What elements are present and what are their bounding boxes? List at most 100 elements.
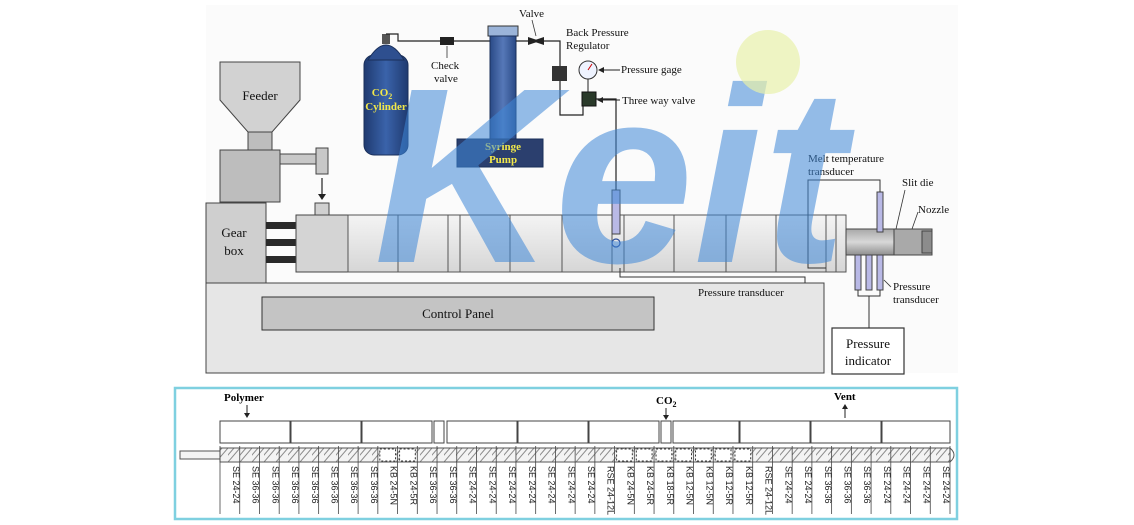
barrel-segment <box>561 214 613 273</box>
co2-cylinder-top <box>367 44 405 61</box>
screw-element-label: SE 24-24 <box>547 466 557 504</box>
melt-temp-wire <box>807 179 881 269</box>
syringe-pump-label-2: Pump <box>489 154 517 166</box>
slit-die-pointer <box>895 189 906 230</box>
coupling-2 <box>266 239 296 246</box>
gear-box-label-2: box <box>224 243 244 258</box>
die-pressure-label-2: transducer <box>893 294 939 306</box>
barrel-zone <box>517 420 589 444</box>
back-pressure-regulator <box>552 66 567 81</box>
gear-box <box>205 202 267 284</box>
pressure-gage-needle <box>587 63 593 71</box>
screw-element-label: SE 36-36 <box>369 466 379 504</box>
feeder-drop-arrowhead <box>318 194 326 200</box>
barrel-zone <box>810 420 882 444</box>
screw-element-label: SE 24-24 <box>487 466 497 504</box>
die-pressure-probe <box>876 254 884 291</box>
co2-cylinder-label-2: Cylinder <box>365 101 407 113</box>
polymer-arrowhead <box>244 413 250 418</box>
pressure-indicator-label-2: indicator <box>845 353 892 368</box>
screw-element-label: SE 24-24 <box>231 466 241 504</box>
keit-watermark: Keit <box>374 30 855 315</box>
barrel-segment <box>673 214 727 273</box>
extruder-barrel <box>347 214 847 273</box>
barrel-zone <box>588 420 660 444</box>
barrel-zone <box>433 420 445 444</box>
screw-shaft <box>219 447 951 463</box>
screw-element-label: KB 12-5N <box>704 466 714 505</box>
regulator-outlet-line <box>559 81 584 116</box>
screw-element-label: KB 12-5N <box>685 466 695 505</box>
screw-element-label: SE 24-24 <box>468 466 478 504</box>
barrel-zone <box>739 420 811 444</box>
back-pressure-label-2: Regulator <box>566 40 610 52</box>
coupling-3 <box>266 256 296 263</box>
kneading-block-marker <box>695 448 712 462</box>
screw-element-label: SE 36-36 <box>823 466 833 504</box>
kneading-block-marker <box>399 448 416 462</box>
kneading-block-marker <box>616 448 633 462</box>
barrel-zone <box>219 420 291 444</box>
injection-line <box>596 98 617 190</box>
gear-box-label-1: Gear <box>221 225 247 240</box>
barrel-zone <box>446 420 518 444</box>
barrel-segment <box>397 214 449 273</box>
pressure-indicator-label-1: Pressure <box>846 336 890 351</box>
check-valve-label-2: valve <box>434 73 458 85</box>
slit-die-label: Slit die <box>902 177 934 189</box>
nozzle-label: Nozzle <box>918 204 949 216</box>
kneading-block-marker <box>734 448 752 462</box>
screw-element-label: SE 24-24 <box>803 466 813 504</box>
feeder-auger <box>279 153 317 165</box>
melt-temp-label-2: transducer <box>808 166 854 178</box>
syringe-pump-plunger <box>487 25 519 37</box>
pressure-indicator-box <box>831 327 905 375</box>
kneading-block-marker <box>714 448 732 462</box>
check-valve-label-1: Check <box>431 60 460 72</box>
die-pressure-probe <box>865 254 873 291</box>
watermark-dot <box>736 30 800 94</box>
screw-element-label: SE 36-36 <box>862 466 872 504</box>
screw-element-label: SE 24-24 <box>941 466 951 504</box>
barrel-segment <box>623 214 675 273</box>
screw-element-label: SE 36-36 <box>330 466 340 504</box>
pressure-gage-arrowhead <box>598 67 604 73</box>
feeder-outlet <box>315 147 329 175</box>
screw-shaft-stub <box>179 450 221 460</box>
screw-element-label: SE 24-24 <box>783 466 793 504</box>
co2-injection-arrowhead <box>663 415 669 420</box>
barrel-zone <box>361 420 433 444</box>
screw-element-label: KB 24-5R <box>645 466 655 506</box>
die-pressure-label-1: Pressure <box>893 281 930 293</box>
syringe-pump-label-1: Syringe <box>485 141 521 153</box>
screw-element-label: SE 24-24 <box>902 466 912 504</box>
screw-element-label: SE 36-36 <box>428 466 438 504</box>
screw-element-label: KB 24-5N <box>389 466 399 505</box>
screw-element-label: KB 24-5N <box>625 466 635 505</box>
co2-cylinder-label-1: CO2 <box>372 87 393 101</box>
screw-element-label: SE 24-24 <box>507 466 517 504</box>
screw-element-label: SE 36-36 <box>270 466 280 504</box>
upper-schematic: Feeder Gear box <box>205 5 958 375</box>
back-pressure-label-1: Back Pressure <box>566 27 629 39</box>
feeder-neck <box>247 131 273 151</box>
die-pressure-pointer <box>883 279 892 288</box>
valve-pointer <box>531 19 537 37</box>
screw-element-label: SE 36-36 <box>290 466 300 504</box>
vent-arrowhead <box>842 404 848 409</box>
syringe-pump-barrel <box>489 35 517 141</box>
die-pressure-probe <box>854 254 862 291</box>
three-way-valve-label: Three way valve <box>622 95 695 107</box>
screw-element-label: SE 36-36 <box>349 466 359 504</box>
screw-element-label: KB 12-5R <box>744 466 754 506</box>
check-valve <box>440 37 454 45</box>
screw-element-label: KB 18-5R <box>665 466 675 506</box>
screw-element-label: SE 36-36 <box>251 466 261 504</box>
screw-element-label: SE 24-24 <box>921 466 931 504</box>
barrel-segment <box>459 214 511 273</box>
screw-element-label: SE 24-24 <box>586 466 596 504</box>
co2-cylinder-valve <box>382 34 390 44</box>
barrel-zone <box>290 420 362 444</box>
barrel-pressure-wire <box>619 268 806 283</box>
